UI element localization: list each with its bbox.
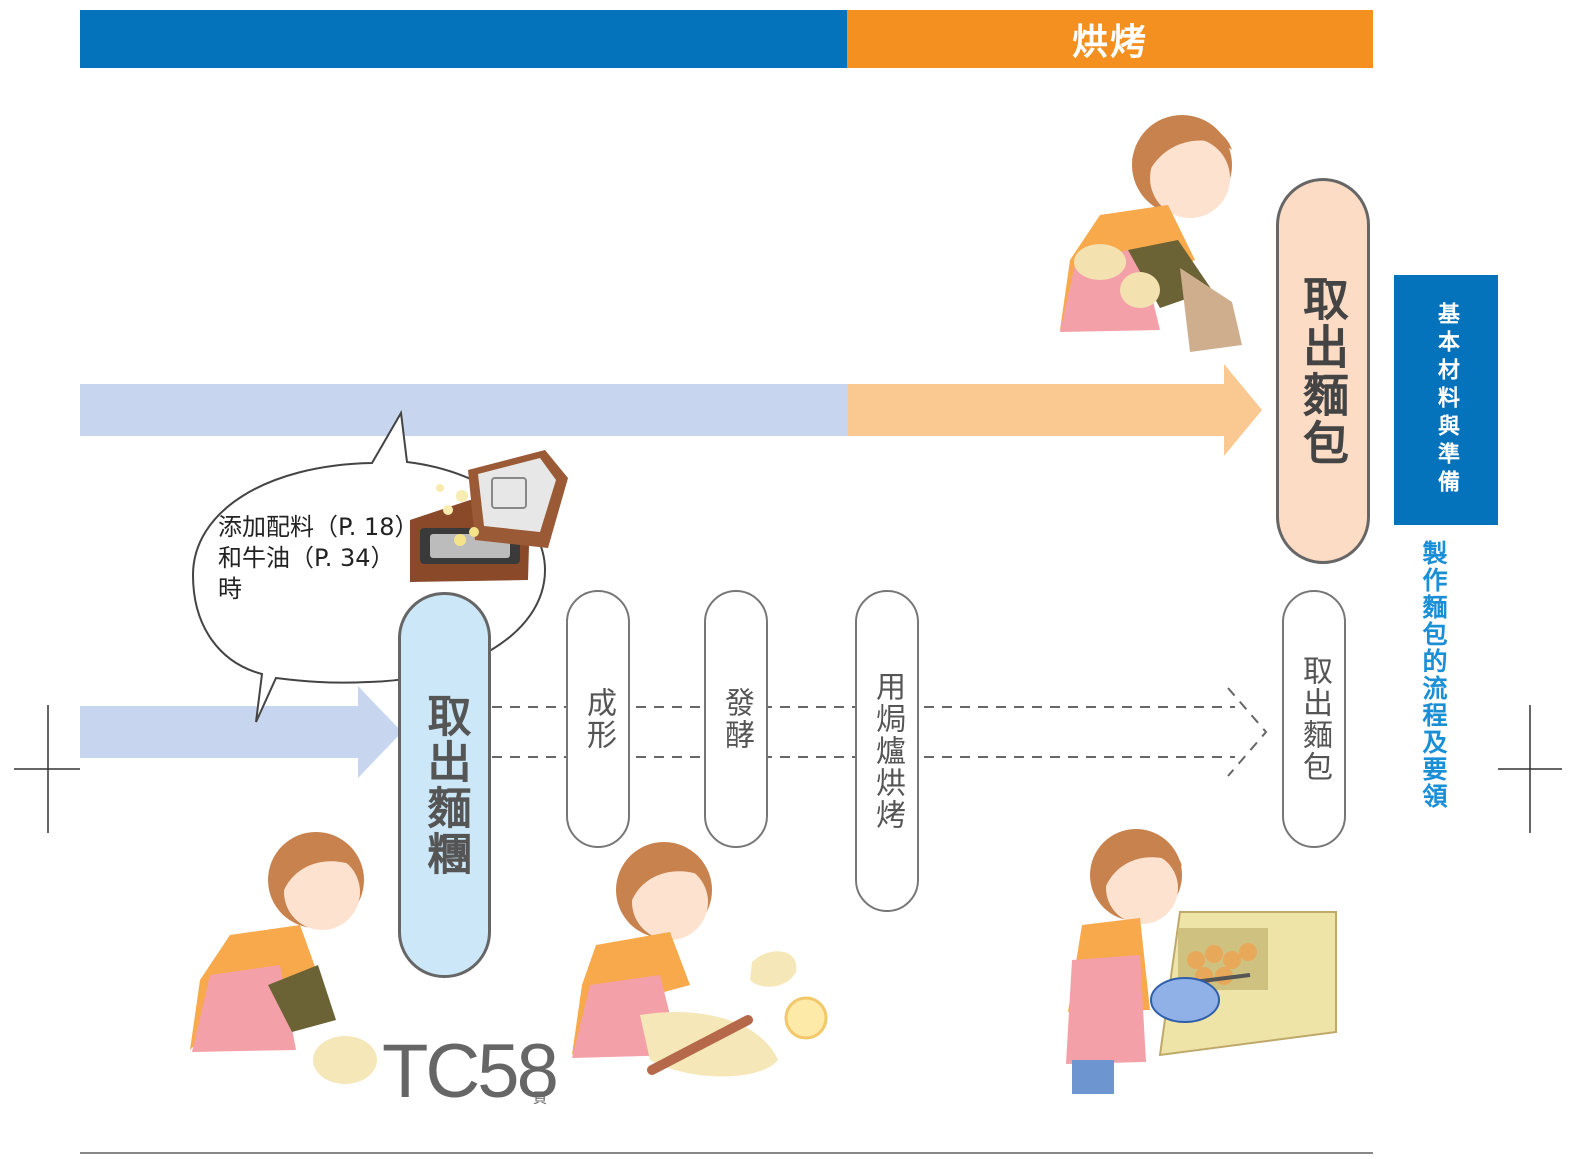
speech-bubble-text: 添加配料（P. 18） 和牛油（P. 34） 時	[218, 512, 419, 605]
side-subtitle: 製作麵包的流程及要領	[1419, 540, 1448, 810]
step-label: 取出麵包	[1297, 655, 1332, 783]
woman-rolling-dough-illustration	[572, 842, 828, 1077]
woman-pouring-dough-illustration	[190, 832, 377, 1084]
step-take-out-bread: 取出麵包	[1282, 590, 1346, 848]
lower-arrow-head	[358, 686, 402, 778]
header-stage-label: 烘烤	[1071, 22, 1148, 63]
woman-at-oven-illustration	[1066, 829, 1337, 1094]
step-label: 取出麵糰	[419, 693, 471, 877]
step-take-out-dough: 取出麵糰	[398, 592, 491, 978]
step-label: 取出麵包	[1296, 275, 1350, 467]
step-label: 成形	[581, 687, 616, 751]
crop-marks	[14, 705, 1562, 833]
step-shaping: 成形	[566, 590, 630, 848]
model-logo: TC58	[382, 1029, 559, 1114]
speech-line: 添加配料（P. 18）	[218, 513, 419, 541]
page-suffix: 頁	[533, 1091, 547, 1107]
top-arrow-head	[1224, 364, 1262, 456]
step-bake-take-out-bread: 取出麵包	[1276, 178, 1370, 564]
step-label: 用焗爐烘烤	[870, 671, 905, 831]
top-arrow-orange	[848, 384, 1224, 436]
woman-with-pan-illustration	[1060, 115, 1242, 352]
side-tab-title: 基本材料與準備	[1434, 302, 1459, 498]
step-fermentation: 發酵	[704, 590, 768, 848]
speech-line: 時	[218, 575, 242, 603]
step-label: 發酵	[719, 687, 754, 751]
header-band-baking: 烘烤	[847, 10, 1373, 68]
lower-arrow-body	[80, 706, 360, 758]
bottom-rule	[80, 1152, 1373, 1154]
dashed-arrow	[492, 687, 1268, 777]
speech-line: 和牛油（P. 34）	[218, 544, 395, 572]
top-arrow-blue	[80, 384, 848, 436]
bread-machine-illustration	[410, 450, 568, 582]
side-tab: 基本材料與準備	[1394, 275, 1498, 525]
step-oven-baking: 用焗爐烘烤	[855, 590, 919, 912]
header-band-blue	[80, 10, 847, 68]
